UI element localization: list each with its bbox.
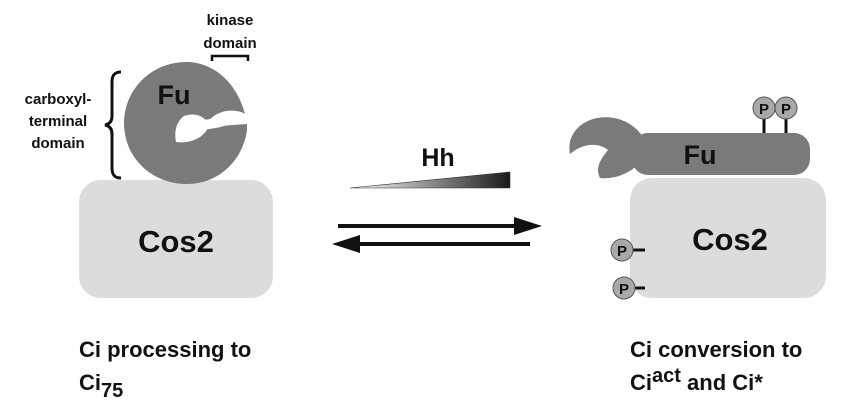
caption-left-sub: 75 — [101, 380, 123, 402]
left-complex: Cos2 Fu kinase domain carboxyl- terminal… — [25, 12, 273, 402]
caption-right-and: and Ci* — [681, 370, 763, 395]
signal-and-equilibrium: Hh — [332, 144, 542, 253]
caption-left-line2: Ci75 — [79, 370, 123, 402]
carboxyl-brace — [104, 70, 122, 180]
carboxyl-label-line1: carboxyl- — [25, 91, 92, 108]
fu-claw-right — [569, 117, 643, 179]
kinase-label-line2: domain — [203, 35, 256, 52]
cos2-label-left: Cos2 — [138, 224, 214, 259]
kinase-bracket — [210, 54, 250, 61]
caption-left-ci: Ci — [79, 370, 101, 395]
cos2-box-left — [79, 180, 273, 298]
hh-gradient-wedge — [349, 171, 511, 189]
fu-label-right: Fu — [684, 140, 717, 170]
caption-left-line1: Ci processing to — [79, 337, 251, 362]
fu-label-left: Fu — [158, 80, 191, 110]
hh-label: Hh — [421, 144, 454, 172]
phospho-ball-cos2-1 — [610, 238, 634, 262]
reverse-arrow-head — [332, 235, 360, 253]
caption-right-line2: Ciact and Ci* — [630, 365, 763, 395]
phospho-ball-fu-2 — [774, 96, 798, 120]
phospho-label-cos2-2: P — [619, 281, 629, 298]
phospho-ball-cos2-2 — [612, 276, 636, 300]
carboxyl-label-line3: domain — [31, 135, 84, 152]
kinase-label-line1: kinase — [207, 12, 254, 29]
cos2-label-right: Cos2 — [692, 222, 768, 257]
caption-right-act: act — [652, 365, 681, 387]
carboxyl-label-line2: terminal — [29, 113, 87, 130]
right-complex: Cos2 Fu P P P P Ci conversion to Ciact a… — [569, 96, 826, 395]
fu-bar-right — [632, 133, 810, 175]
forward-arrow-head — [514, 217, 542, 235]
caption-right-ci: Ci — [630, 370, 652, 395]
caption-right-line1: Ci conversion to — [630, 337, 802, 362]
phospho-label-cos2-1: P — [617, 243, 627, 260]
cos2-box-right — [630, 178, 826, 298]
fu-kinase-tip-left — [198, 117, 238, 130]
phospho-label-fu-2: P — [781, 101, 791, 118]
phospho-label-fu-1: P — [759, 101, 769, 118]
